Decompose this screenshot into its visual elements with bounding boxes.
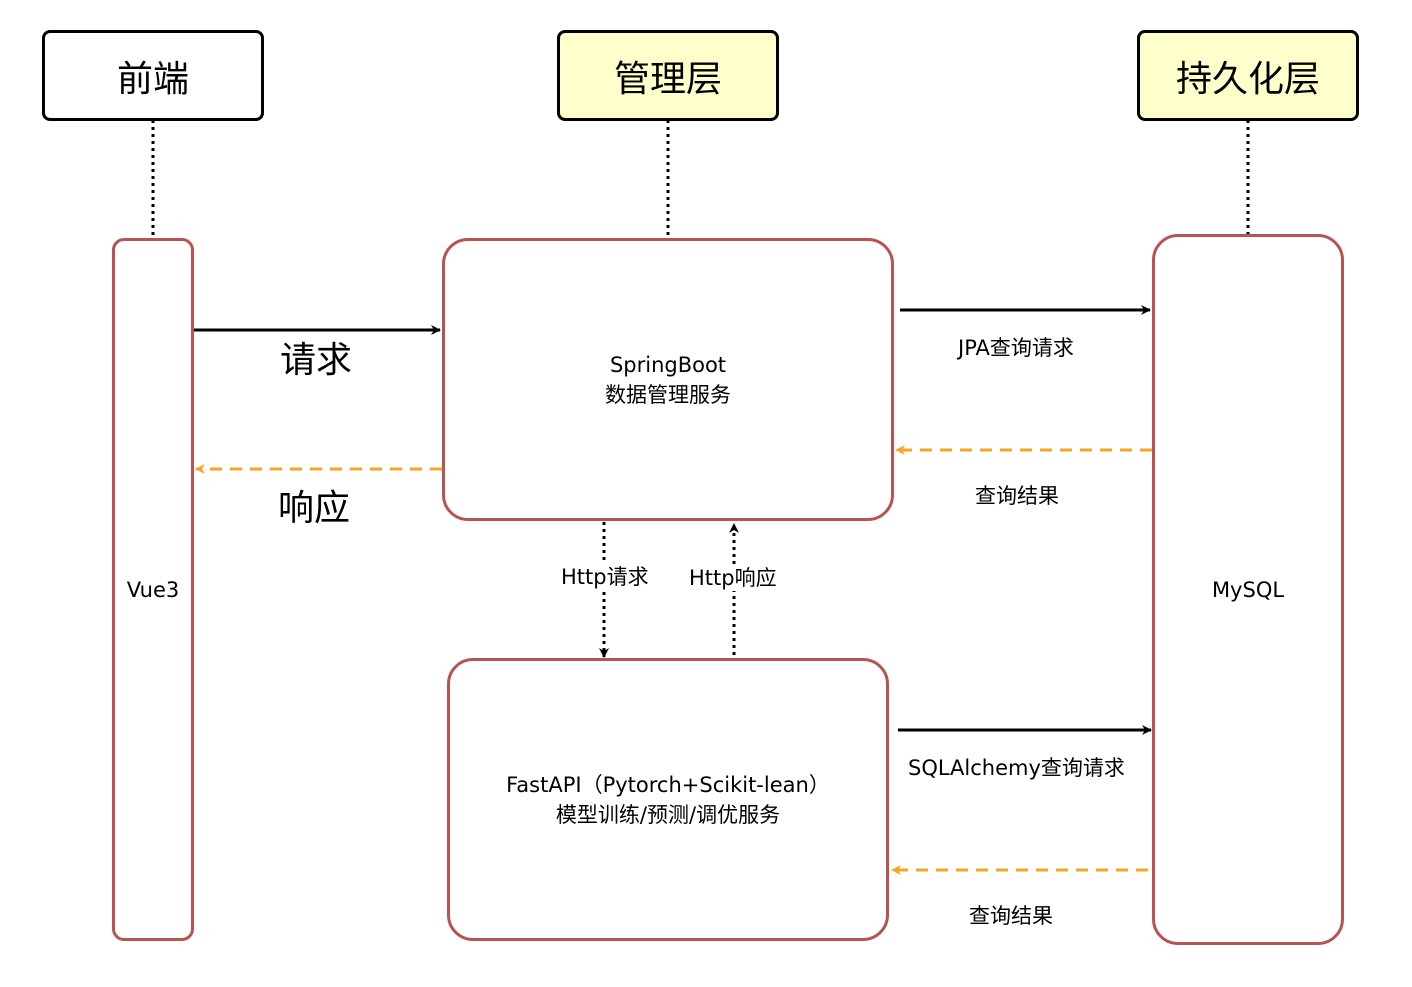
vue-node-label: Vue3 [126, 577, 180, 602]
jpa-query-label: JPA查询请求 [958, 336, 1074, 360]
sqlalchemy-query-label: SQLAlchemy查询请求 [908, 756, 1125, 780]
header-persistence: 持久化层 [1137, 30, 1359, 121]
header-management-label: 管理层 [613, 58, 722, 100]
header-frontend: 前端 [42, 30, 264, 121]
mysql-node: MySQL [1152, 234, 1344, 945]
springboot-node-subtitle: 数据管理服务 [605, 382, 731, 407]
header-persistence-label: 持久化层 [1175, 58, 1320, 100]
header-frontend-label: 前端 [116, 58, 189, 100]
vue-node: Vue3 [112, 238, 194, 941]
fastapi-node-title: FastAPI（Pytorch+Scikit-lean） [506, 772, 830, 797]
mysql-node-label: MySQL [1211, 577, 1285, 602]
fastapi-node: FastAPI（Pytorch+Scikit-lean） 模型训练/预测/调优服… [447, 658, 889, 941]
springboot-node: SpringBoot 数据管理服务 [442, 238, 894, 521]
fastapi-node-subtitle: 模型训练/预测/调优服务 [555, 802, 781, 827]
response-label: 响应 [278, 488, 351, 529]
header-management: 管理层 [557, 30, 779, 121]
request-label: 请求 [280, 340, 353, 381]
http-request-label: Http请求 [561, 564, 649, 590]
http-response-label: Http响应 [689, 565, 777, 591]
query-result-label-2: 查询结果 [969, 904, 1053, 928]
springboot-node-title: SpringBoot [609, 352, 727, 377]
query-result-label-1: 查询结果 [975, 484, 1059, 508]
